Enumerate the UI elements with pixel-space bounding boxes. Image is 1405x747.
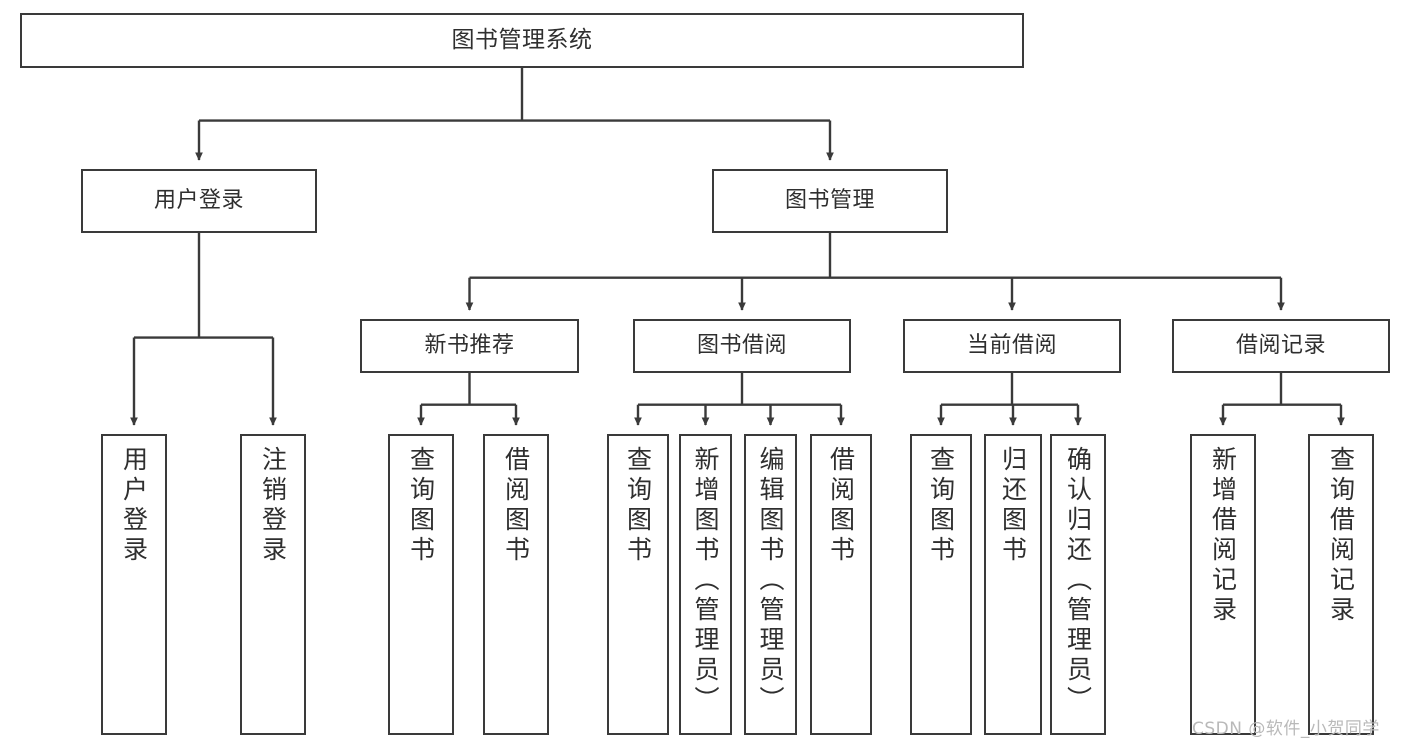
node-label: 查询图书	[926, 446, 956, 566]
node-leaf-query-book-br[interactable]: 查询图书	[607, 434, 669, 735]
node-leaf-user-login[interactable]: 用户登录	[101, 434, 167, 735]
node-label: 图书借阅	[696, 332, 787, 358]
node-label: 确认归还（管理员）	[1063, 446, 1093, 716]
node-label: 借阅图书	[501, 446, 531, 566]
node-label: 查询图书	[623, 446, 653, 566]
node-leaf-query-record[interactable]: 查询借阅记录	[1308, 434, 1374, 735]
node-new-book-rec[interactable]: 新书推荐	[360, 319, 579, 373]
node-book-borrow[interactable]: 图书借阅	[633, 319, 851, 373]
node-label: 新增图书（管理员）	[691, 446, 720, 716]
node-label: 借阅图书	[826, 446, 856, 566]
node-label: 新增借阅记录	[1208, 446, 1238, 626]
node-borrow-record[interactable]: 借阅记录	[1172, 319, 1390, 373]
node-label: 新书推荐	[424, 332, 515, 358]
node-leaf-borrow-book-br[interactable]: 借阅图书	[810, 434, 872, 735]
node-leaf-return-book[interactable]: 归还图书	[984, 434, 1042, 735]
node-leaf-confirm-return[interactable]: 确认归还（管理员）	[1050, 434, 1106, 735]
node-leaf-edit-book[interactable]: 编辑图书（管理员）	[744, 434, 797, 735]
node-leaf-logout[interactable]: 注销登录	[240, 434, 306, 735]
node-leaf-borrow-book-rec[interactable]: 借阅图书	[483, 434, 549, 735]
node-user-login[interactable]: 用户登录	[81, 169, 317, 233]
node-label: 归还图书	[998, 446, 1028, 566]
node-leaf-add-book[interactable]: 新增图书（管理员）	[679, 434, 732, 735]
node-label: 当前借阅	[966, 332, 1057, 358]
node-label: 编辑图书（管理员）	[756, 446, 785, 716]
node-label: 注销登录	[258, 446, 288, 566]
node-label: 用户登录	[153, 187, 244, 213]
node-root[interactable]: 图书管理系统	[20, 13, 1024, 68]
node-label: 用户登录	[119, 446, 149, 566]
node-current-borrow[interactable]: 当前借阅	[903, 319, 1121, 373]
csdn-watermark: CSDN @软件_小贺同学	[1192, 719, 1380, 739]
node-book-manage[interactable]: 图书管理	[712, 169, 948, 233]
node-label: 查询图书	[406, 446, 436, 566]
node-label: 图书管理	[784, 187, 875, 213]
node-label: 借阅记录	[1235, 332, 1326, 358]
node-label: 图书管理系统	[451, 26, 593, 53]
node-label: 查询借阅记录	[1326, 446, 1356, 626]
node-leaf-query-book-rec[interactable]: 查询图书	[388, 434, 454, 735]
node-leaf-add-record[interactable]: 新增借阅记录	[1190, 434, 1256, 735]
node-leaf-query-book-cb[interactable]: 查询图书	[910, 434, 972, 735]
